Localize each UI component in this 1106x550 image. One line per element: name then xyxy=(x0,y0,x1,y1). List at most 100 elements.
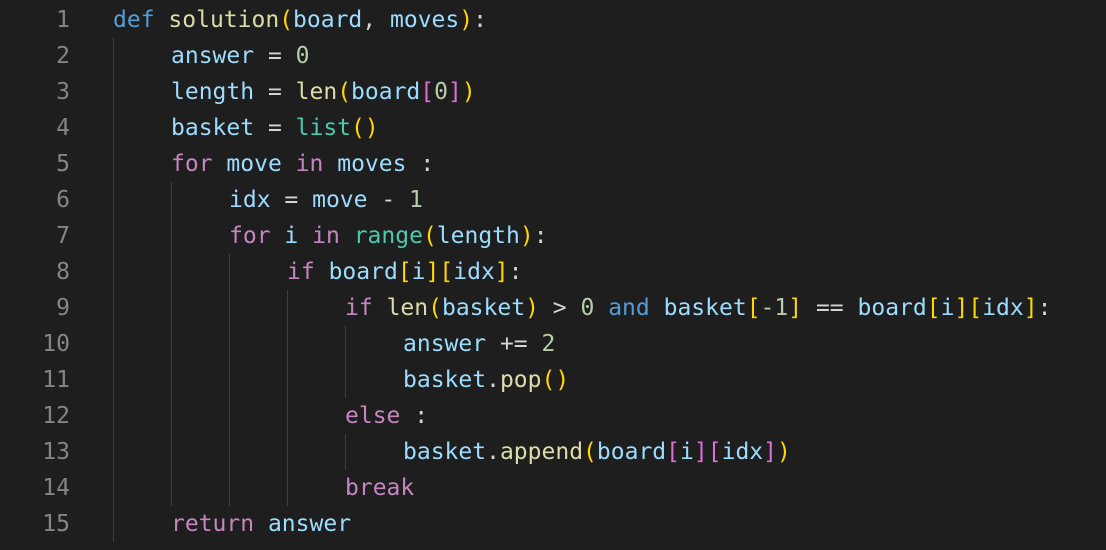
indent-guide xyxy=(229,398,230,434)
code-token: for xyxy=(229,223,271,249)
indent-guide xyxy=(345,434,346,470)
code-token: [ xyxy=(420,79,435,105)
code-token xyxy=(298,223,312,249)
indent-guide xyxy=(229,470,230,506)
code-line[interactable]: 2 answer = 0 xyxy=(0,38,1106,74)
indent-guide xyxy=(113,506,114,542)
code-token: : xyxy=(400,403,429,429)
code-token: , xyxy=(362,7,390,33)
indent-guide xyxy=(113,398,114,434)
line-number: 5 xyxy=(56,151,70,177)
indent-guide xyxy=(229,290,230,326)
code-text: if len(basket) > 0 and basket[-1] == boa… xyxy=(345,290,1051,326)
code-token: length xyxy=(171,79,255,105)
indent-guide xyxy=(229,434,230,470)
code-token: and xyxy=(608,295,650,321)
indent-guide xyxy=(287,362,288,398)
code-token: ] xyxy=(954,295,969,321)
indent-guide xyxy=(113,74,114,110)
indent-guide xyxy=(287,290,288,326)
code-token: board xyxy=(328,259,398,285)
indent-guide xyxy=(229,254,230,290)
code-token xyxy=(340,223,354,249)
code-line[interactable]: 15 return answer xyxy=(0,506,1106,542)
code-token: board xyxy=(857,295,927,321)
code-text: for i in range(length): xyxy=(229,218,548,254)
code-token: > xyxy=(538,295,581,321)
code-token: () xyxy=(351,115,379,141)
code-token: == xyxy=(802,295,858,321)
code-token: : xyxy=(473,7,487,33)
code-token: else xyxy=(345,403,401,429)
line-number: 2 xyxy=(56,43,70,69)
code-token: -1 xyxy=(760,295,789,321)
code-token: def xyxy=(113,7,155,33)
code-token: basket xyxy=(441,295,526,321)
code-token: length xyxy=(436,223,520,249)
code-token: range xyxy=(353,223,423,249)
code-token: move xyxy=(226,151,282,177)
line-number: 10 xyxy=(42,331,70,357)
code-token: ) xyxy=(461,79,476,105)
indent-guide xyxy=(287,326,288,362)
code-token: = xyxy=(254,79,296,105)
code-token: ] xyxy=(425,259,440,285)
code-text: length = len(board[0]) xyxy=(171,74,476,110)
indent-guide xyxy=(113,254,114,290)
line-number: 4 xyxy=(56,115,70,141)
indent-guide xyxy=(229,362,230,398)
code-token: ] xyxy=(448,79,462,105)
code-text: basket.append(board[i][idx]) xyxy=(403,434,791,470)
code-token: moves xyxy=(390,7,460,33)
line-number: 3 xyxy=(56,79,70,105)
code-token: ] xyxy=(1023,295,1038,321)
code-token: [ xyxy=(746,295,761,321)
code-token: [ xyxy=(439,259,454,285)
indent-guide xyxy=(113,470,114,506)
code-token: . xyxy=(486,439,500,465)
code-token: [ xyxy=(968,295,983,321)
code-token xyxy=(155,7,169,33)
indent-guide xyxy=(113,326,114,362)
code-line[interactable]: 4 basket = list() xyxy=(0,110,1106,146)
indent-guide xyxy=(171,398,172,434)
code-token: if xyxy=(287,259,315,285)
code-token: in xyxy=(295,151,324,177)
code-text: basket.pop() xyxy=(403,362,569,398)
code-line[interactable]: 3 length = len(board[0]) xyxy=(0,74,1106,110)
code-token: 0 xyxy=(580,295,595,321)
code-token: . xyxy=(486,367,500,393)
code-text: basket = list() xyxy=(171,110,379,146)
code-token xyxy=(594,295,608,321)
code-token: [ xyxy=(666,439,681,465)
line-number: 1 xyxy=(56,7,70,33)
code-token: idx xyxy=(721,439,764,465)
indent-guide xyxy=(113,362,114,398)
code-token xyxy=(373,295,387,321)
code-token: ( xyxy=(428,295,442,321)
code-token: ) xyxy=(525,295,539,321)
code-token: [ xyxy=(926,295,941,321)
code-text: answer = 0 xyxy=(171,38,310,74)
line-number: 6 xyxy=(56,187,70,213)
code-token: ( xyxy=(583,439,597,465)
indent-guide xyxy=(287,434,288,470)
code-text: return answer xyxy=(171,506,351,542)
code-token: - xyxy=(367,187,410,213)
indent-guide xyxy=(171,362,172,398)
code-token: board xyxy=(351,79,421,105)
indent-guide xyxy=(113,218,114,254)
line-number: 15 xyxy=(42,511,70,537)
